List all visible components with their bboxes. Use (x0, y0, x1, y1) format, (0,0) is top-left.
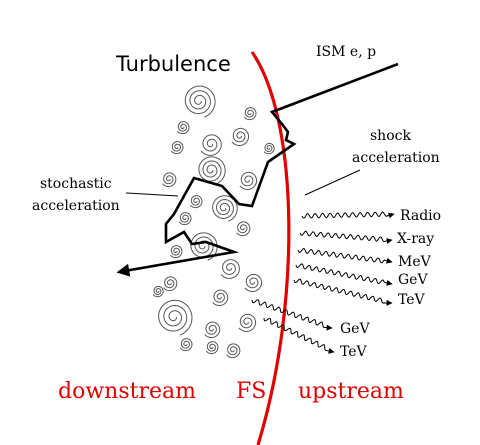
eddy-spiral (189, 195, 203, 209)
eddy-spiral (204, 321, 221, 339)
emission-wave-arrow (293, 278, 393, 306)
eddy-spiral (263, 142, 275, 155)
emission-label-radio: Radio (400, 208, 441, 224)
eddy-spiral (169, 245, 183, 259)
eddy-spiral (179, 338, 193, 352)
eddy-spiral (244, 273, 263, 292)
emission-label-mev: MeV (398, 254, 432, 270)
emission-wave-arrow (263, 317, 335, 354)
stochastic-acceleration-line1: stochastic (40, 176, 112, 192)
stochastic-acceleration-line2: acceleration (32, 198, 120, 214)
eddy-spiral (231, 127, 250, 146)
eddy-spiral (152, 285, 164, 298)
downstream-emission-label-tev: TeV (340, 344, 368, 360)
eddy-spiral (176, 121, 190, 135)
eddy-spiral (163, 276, 178, 292)
diagram-title: Turbulence (115, 52, 231, 76)
eddy-spiral (239, 171, 258, 190)
downstream-label: downstream (58, 379, 196, 404)
shock-acceleration-pointer (304, 169, 361, 196)
eddy-spiral (238, 313, 257, 332)
eddy-spiral (220, 259, 240, 279)
emission-wave-arrow (251, 299, 333, 331)
downstream-emission-labels: GeV TeV (340, 321, 370, 360)
emission-label-gev: GeV (398, 272, 428, 288)
eddy-spiral (184, 85, 216, 118)
eddy-spiral (205, 341, 219, 355)
eddy-spiral (162, 172, 177, 188)
eddy-spiral (243, 107, 257, 121)
ism-label: ISM e, p (316, 44, 376, 60)
eddy-spiral (212, 289, 229, 307)
turbulence-eddies (152, 85, 275, 359)
eddy-spiral (198, 156, 226, 185)
downstream-emission-label-gev: GeV (340, 321, 370, 337)
eddy-spiral (158, 299, 193, 336)
emission-wave-arrow (299, 230, 393, 244)
shock-acceleration-line1: shock (370, 128, 411, 144)
emission-wave-arrow (295, 263, 393, 286)
shock-acceleration-line2: acceleration (352, 150, 440, 166)
eddy-spiral (236, 221, 251, 237)
upstream-emission-labels: Radio X-ray MeV GeV TeV (397, 208, 441, 308)
upstream-label: upstream (298, 379, 404, 404)
eddy-spiral (226, 343, 241, 359)
stochastic-acceleration-pointer (125, 192, 179, 197)
eddy-spiral (190, 232, 218, 261)
emission-label-tev: TeV (398, 292, 426, 308)
particle-trajectory (116, 62, 399, 277)
emission-wave-arrow (297, 248, 393, 264)
forward-shock-label: FS (236, 379, 266, 404)
eddy-spiral (212, 195, 238, 222)
shock-acceleration-label: shock acceleration (352, 128, 440, 166)
eddy-spiral (200, 134, 222, 156)
emission-label-xray: X-ray (397, 231, 434, 247)
emission-arrows (251, 211, 395, 354)
eddy-spiral (178, 212, 192, 226)
stochastic-acceleration-label: stochastic acceleration (32, 176, 120, 214)
emission-wave-arrow (301, 211, 395, 219)
eddy-spiral (170, 141, 184, 155)
forward-shock-front (250, 51, 291, 445)
